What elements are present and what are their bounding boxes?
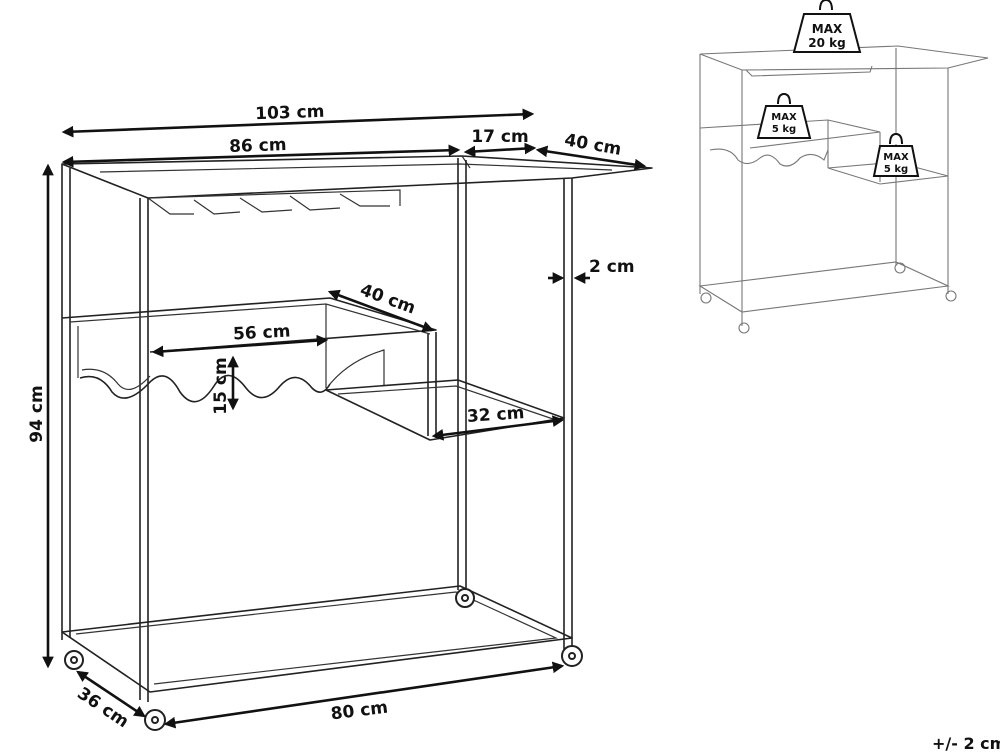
label-frame-thickness: 2 cm: [589, 257, 635, 277]
main-cart-frame: [61, 155, 653, 731]
dim-line-extension-width: [463, 142, 537, 158]
weight-side-max-label: MAX: [883, 152, 909, 163]
dim-line-extension-depth: [535, 145, 647, 171]
label-total-width: 103 cm: [255, 102, 325, 124]
dim-line-middle-depth: [327, 289, 435, 333]
weight-side-value: 5 kg: [884, 164, 908, 175]
weight-middle-value: 5 kg: [772, 124, 796, 135]
load-capacity-thumbnail: MAX 20 kg MAX 5 kg MAX 5 kg: [698, 0, 989, 334]
weight-top-max-label: MAX: [812, 22, 843, 36]
label-base-depth: 36 cm: [73, 684, 132, 733]
dim-line-small-shelf-width: [431, 415, 565, 441]
dimension-lines: [42, 108, 647, 729]
weight-icon-middle: MAX 5 kg: [756, 92, 812, 139]
weight-icon-top: MAX 20 kg: [792, 0, 862, 53]
weight-top-value: 20 kg: [808, 36, 845, 50]
label-total-height: 94 cm: [27, 385, 47, 442]
label-extension-width: 17 cm: [471, 127, 528, 147]
dimension-labels: 103 cm 86 cm 17 cm 40 cm 2 cm 94 cm 40 c…: [27, 102, 635, 732]
label-base-width: 80 cm: [330, 698, 389, 725]
dim-line-total-width: [61, 108, 535, 138]
label-wine-rack-height: 15 cm: [211, 357, 231, 414]
weight-middle-max-label: MAX: [771, 112, 797, 123]
dim-line-base-width: [163, 661, 565, 729]
label-top-shelf-width: 86 cm: [229, 135, 287, 157]
label-middle-shelf-width: 56 cm: [233, 322, 291, 345]
dim-line-base-depth: [76, 670, 146, 718]
label-small-shelf-width: 32 cm: [466, 403, 525, 427]
dim-line-middle-width: [151, 334, 329, 358]
dim-line-top-shelf-width: [61, 144, 461, 168]
weight-icon-side: MAX 5 kg: [872, 132, 920, 177]
tolerance-note: +/- 2 cm: [932, 734, 1000, 753]
